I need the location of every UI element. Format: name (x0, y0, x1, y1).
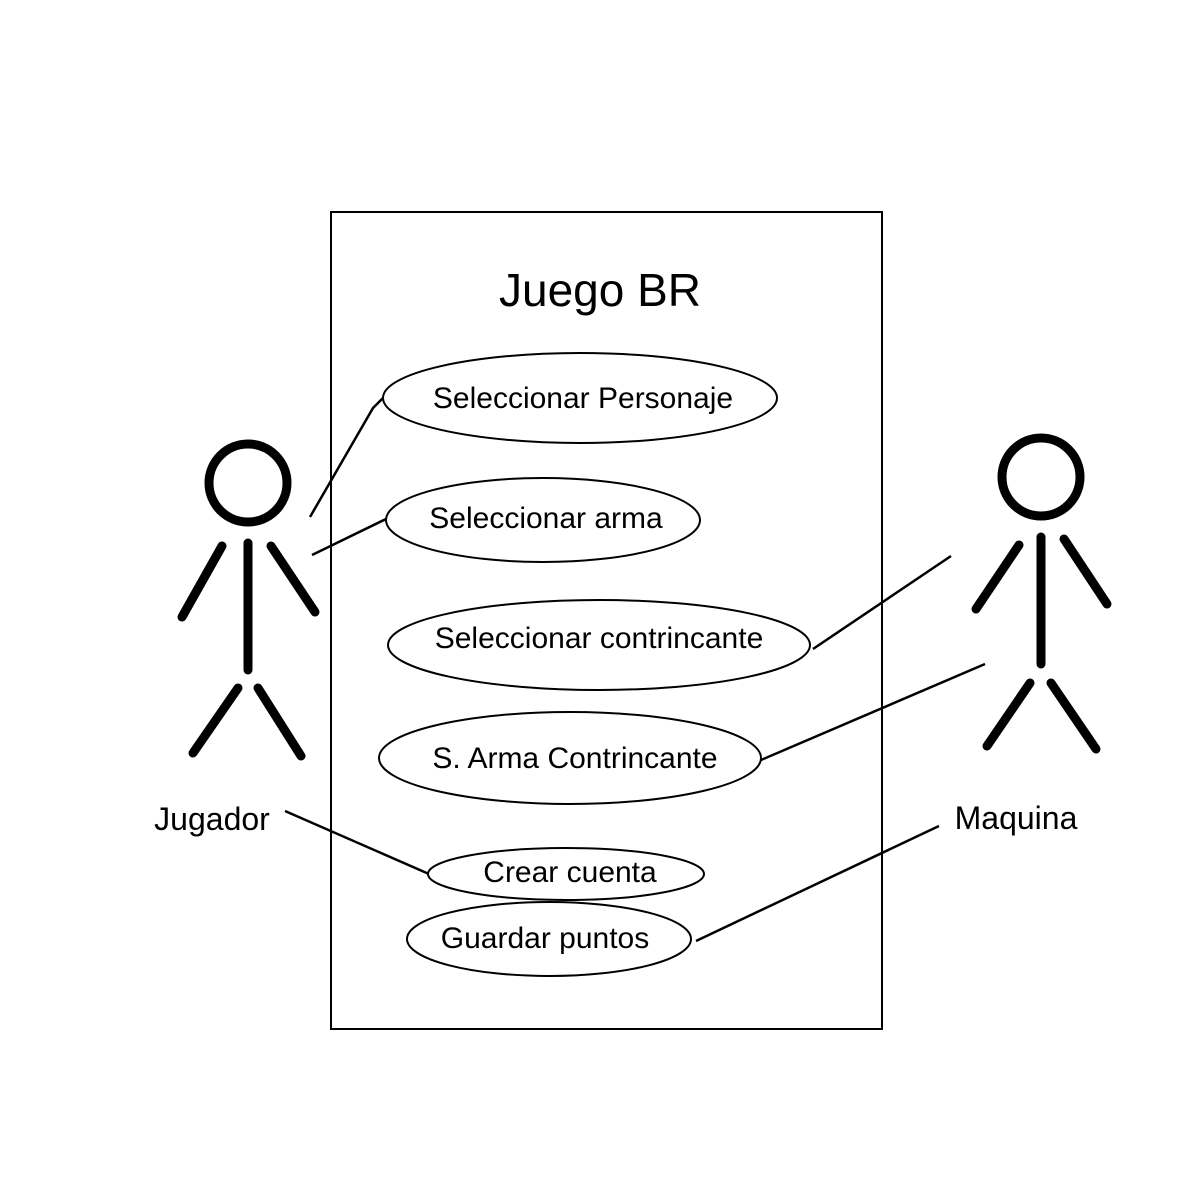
system-boundary: Juego BR (330, 211, 883, 1030)
use-case-ellipse (427, 847, 705, 901)
actor-jugador-left-leg (188, 683, 243, 758)
use-case-label: Crear cuenta (483, 856, 657, 889)
actor-maquina-right-arm (1059, 534, 1112, 609)
use-case-label: Seleccionar arma (429, 502, 663, 535)
association-maquina-guardar-puntos (695, 824, 940, 943)
use-case-label: S. Arma Contrincante (432, 742, 717, 775)
system-boundary-rect (330, 211, 883, 1030)
association-jugador-seleccionar-arma (311, 517, 387, 557)
actor-maquina-head (997, 433, 1085, 521)
actor-maquina-right-leg (1046, 678, 1101, 754)
actor-jugador-head (204, 439, 292, 527)
use-case-ellipse (387, 599, 811, 691)
use-case-seleccionar-personaje: Seleccionar Personaje (382, 352, 778, 444)
association-maquina-seleccionar-contrincante (812, 554, 952, 651)
actor-maquina-left-arm (971, 540, 1024, 614)
use-case-ellipse (385, 477, 701, 563)
use-case-ellipse (382, 352, 778, 444)
use-case-ellipse (406, 901, 692, 977)
use-case-seleccionar-contrincante: Seleccionar contrincante (387, 599, 811, 691)
use-case-label: Guardar puntos (441, 922, 649, 955)
association-jugador-crear-cuenta (284, 809, 430, 876)
use-case-arma-contrincante: S. Arma Contrincante (378, 711, 762, 805)
use-case-crear-cuenta: Crear cuenta (427, 847, 705, 901)
actor-maquina-label: Maquina (955, 800, 1078, 836)
actor-jugador-right-leg (253, 683, 306, 761)
actor-maquina (971, 433, 1112, 754)
actor-jugador-right-arm (266, 541, 320, 617)
use-case-label: Seleccionar contrincante (435, 622, 764, 655)
actor-jugador (177, 439, 320, 761)
actor-jugador-label: Jugador (154, 801, 270, 837)
use-case-guardar-puntos: Guardar puntos (406, 901, 692, 977)
system-title: Juego BR (499, 264, 701, 316)
use-case-seleccionar-arma: Seleccionar arma (385, 477, 701, 563)
actor-jugador-left-arm (177, 541, 227, 622)
association-maquina-arma-contrincante (760, 662, 986, 762)
associations (284, 396, 986, 943)
use-case-ellipse (378, 711, 762, 805)
actor-maquina-left-leg (982, 678, 1035, 751)
use-case-label: Seleccionar Personaje (433, 382, 733, 415)
association-jugador-seleccionar-personaje (308, 396, 385, 518)
